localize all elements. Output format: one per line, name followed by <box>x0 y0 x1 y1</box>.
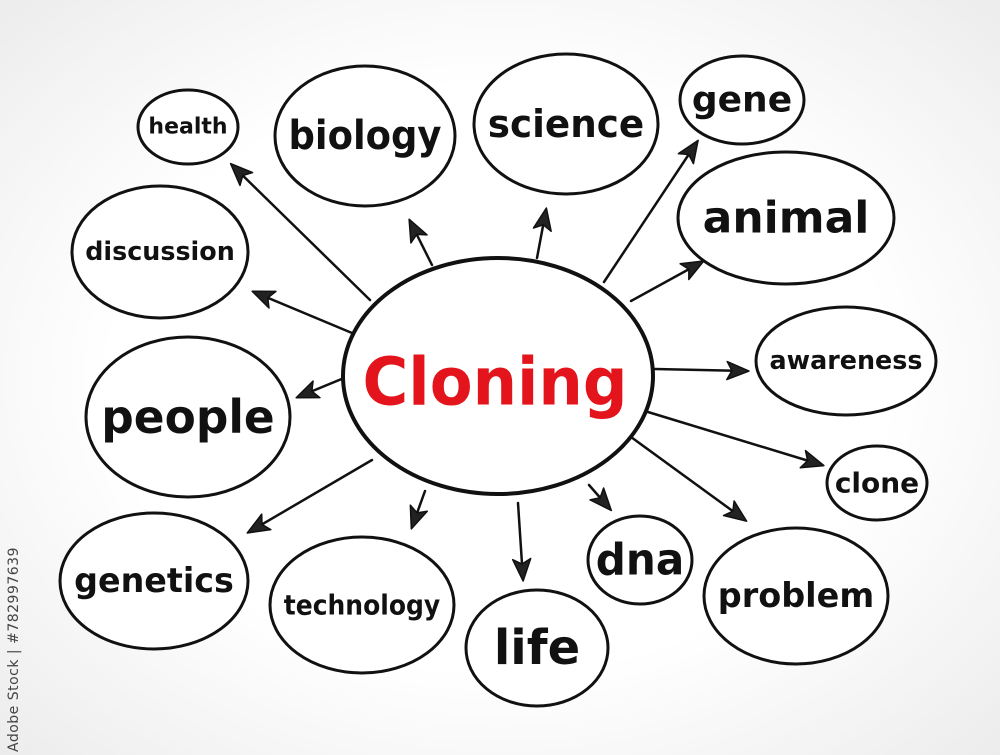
node-biology: biology <box>273 64 457 208</box>
arrowhead-discussion <box>251 290 277 309</box>
node-label-gene: gene <box>692 80 792 121</box>
node-label-problem: problem <box>718 576 874 616</box>
node-health: health <box>136 88 240 166</box>
bubble-clone <box>825 444 929 522</box>
connector-problem <box>629 435 747 522</box>
bubble-genetics <box>58 511 250 651</box>
arrowhead-life <box>511 557 532 582</box>
arrowhead-awareness <box>726 360 750 381</box>
bubble-dna <box>586 514 694 606</box>
center-label: Cloning <box>363 344 628 421</box>
connector-gene <box>602 140 699 284</box>
center-bubble <box>341 256 655 496</box>
arrowhead-dna <box>589 487 613 512</box>
bubble-people <box>84 335 292 499</box>
node-label-people: people <box>101 390 274 444</box>
bubble-awareness <box>754 305 938 417</box>
node-label-biology: biology <box>289 113 442 159</box>
node-label-awareness: awareness <box>770 346 923 376</box>
node-label-clone: clone <box>835 467 919 500</box>
bubble-health <box>136 88 240 166</box>
bubble-biology <box>273 64 457 208</box>
node-discussion: discussion <box>70 184 250 320</box>
arrowhead-science <box>532 207 552 233</box>
node-clone: clone <box>825 444 929 522</box>
node-label-health: health <box>148 115 227 140</box>
arrowhead-animal <box>679 260 705 281</box>
node-technology: technology <box>268 535 456 675</box>
node-genetics: genetics <box>58 511 250 651</box>
node-label-technology: technology <box>284 589 440 622</box>
node-gene: gene <box>678 54 806 146</box>
bubble-technology <box>268 535 456 675</box>
node-animal: animal <box>676 150 896 286</box>
node-label-dna: dna <box>596 535 684 586</box>
node-label-genetics: genetics <box>74 561 234 601</box>
bubble-discussion <box>70 184 250 320</box>
node-label-life: life <box>494 620 580 676</box>
node-label-science: science <box>488 102 644 146</box>
node-life: life <box>464 588 610 708</box>
node-label-discussion: discussion <box>85 237 235 267</box>
bubble-gene <box>678 54 806 146</box>
connector-discussion <box>252 290 354 335</box>
arrowhead-technology <box>409 504 429 530</box>
node-label-animal: animal <box>703 193 870 244</box>
stock-watermark: Adobe Stock | #782997639 <box>2 520 26 755</box>
node-dna: dna <box>586 514 694 606</box>
arrowhead-people <box>295 380 321 399</box>
connectors-layer <box>229 139 825 582</box>
bubble-science <box>472 52 660 196</box>
arrowhead-clone <box>799 449 825 469</box>
watermark-text: Adobe Stock | #782997639 <box>6 547 22 752</box>
node-awareness: awareness <box>754 305 938 417</box>
bubble-life <box>464 588 610 708</box>
arrowhead-genetics <box>246 513 272 534</box>
node-problem: problem <box>702 526 890 666</box>
arrowhead-health <box>229 162 254 187</box>
center-node: Cloning <box>341 256 655 496</box>
nodes-layer: health biology science gene animal discussion… <box>58 52 938 708</box>
node-people: people <box>84 335 292 499</box>
node-science: science <box>472 52 660 196</box>
connector-clone <box>646 410 824 467</box>
arrowhead-biology <box>408 218 428 244</box>
bubble-problem <box>702 526 890 666</box>
arrowhead-gene <box>677 139 699 165</box>
bubble-animal <box>676 150 896 286</box>
arrowhead-problem <box>722 500 748 522</box>
connector-genetics <box>247 458 374 534</box>
connector-health <box>230 163 372 302</box>
